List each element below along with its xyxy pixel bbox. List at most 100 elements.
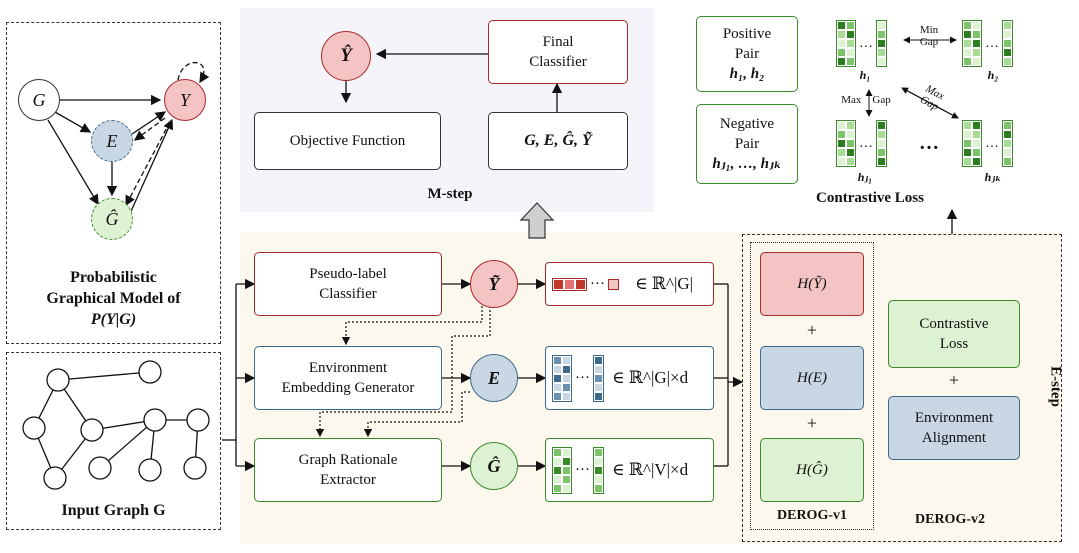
min-gap-line2: Gap <box>919 36 939 49</box>
embedding-cell <box>877 148 886 157</box>
e-matrix-b <box>593 354 604 402</box>
embedding-cell <box>963 48 972 57</box>
env-align-line2: Alignment <box>921 430 987 446</box>
embedding-cell <box>877 157 886 166</box>
embedding-cell <box>877 130 886 139</box>
embedding-cell <box>877 121 886 130</box>
embedding-cell <box>972 130 981 139</box>
embedding-cell <box>846 130 855 139</box>
embedding-cell <box>846 21 855 30</box>
embedding-cell <box>846 139 855 148</box>
embedding-cell <box>963 148 972 157</box>
m-step-y-hat-label: Ŷ <box>340 45 352 66</box>
plus-1: + <box>806 320 818 340</box>
pgm-title: Probabilistic Graphical Model of P(Y|G) <box>10 268 217 330</box>
e-node-label: E <box>487 367 500 388</box>
y-vector-dots: ··· <box>590 275 605 292</box>
hjk-label: hⱼₖ <box>984 170 1002 184</box>
g-hat-node: Ĝ <box>470 442 518 490</box>
input-graph-panel <box>6 352 221 530</box>
embedding-cell <box>972 57 981 66</box>
embedding-cell <box>846 148 855 157</box>
y-vector-space: ∈ ℝ^|G| <box>635 274 694 293</box>
embedding-cell <box>1003 48 1012 57</box>
y-vector-box: ··· ∈ ℝ^|G| <box>545 262 714 306</box>
h2-label: h₂ <box>987 68 999 82</box>
g-hat-label: Ĝ <box>487 455 501 476</box>
h-e-box: H(E) <box>760 346 864 410</box>
final-classifier-line1: Final <box>542 33 574 50</box>
node-e: E <box>91 120 133 162</box>
embedding-matrix <box>1002 20 1013 67</box>
embedding-matrix <box>836 120 856 167</box>
negative-pair-box: Negative Pair hⱼ₁, …, hⱼₖ <box>696 104 798 184</box>
env-gen-line2: Embedding Generator <box>281 380 415 396</box>
g-vector-box: ··· ∈ ℝ^|V|×d <box>545 438 714 502</box>
embedding-cell <box>963 130 972 139</box>
embedding-cell <box>963 157 972 166</box>
positive-pair-line1: Positive <box>722 25 772 42</box>
embedding-cell <box>963 139 972 148</box>
plus-3: + <box>948 370 960 390</box>
hj1-label: hⱼ₁ <box>857 170 873 184</box>
min-gap-line1: Min <box>919 24 939 36</box>
y-tilde-node: Ỹ <box>470 260 518 308</box>
negative-pair-line2: Pair <box>734 135 760 152</box>
embed-h2: … <box>962 20 1013 67</box>
embedding-cell <box>846 48 855 57</box>
derog-v1-panel <box>750 242 874 530</box>
embedding-cell <box>877 39 886 48</box>
embedding-cell <box>837 48 846 57</box>
embedding-cell <box>877 48 886 57</box>
pseudo-label-line1: Pseudo-label <box>309 265 387 282</box>
embedding-cell <box>972 21 981 30</box>
node-e-label: E <box>106 130 118 151</box>
embedding-dots: … <box>985 135 999 151</box>
objective-function-box: Objective Function <box>254 112 441 170</box>
embedding-dots: … <box>859 135 873 151</box>
h-g-box: H(Ĝ) <box>760 438 864 502</box>
embedding-matrix <box>1002 120 1013 167</box>
m-step-inputs-label: G, E, Ĝ, Ỹ <box>524 132 592 150</box>
dots-big: … <box>919 132 939 154</box>
y-vector-cells <box>552 277 587 291</box>
y-tilde-label: Ỹ <box>488 273 500 294</box>
contrastive-loss-box: Contrastive Loss <box>888 300 1020 368</box>
embedding-cell <box>963 121 972 130</box>
embedding-cell <box>1003 130 1012 139</box>
g-matrix-a <box>552 446 572 494</box>
h-g-label: H(Ĝ) <box>796 461 828 478</box>
embedding-cell <box>972 48 981 57</box>
embedding-cell <box>1003 157 1012 166</box>
embedding-cell <box>846 57 855 66</box>
embedding-cell <box>972 121 981 130</box>
negative-pair-line1: Negative <box>719 115 775 132</box>
objective-function-label: Objective Function <box>289 132 406 149</box>
derog-v2-panel <box>742 234 1062 542</box>
embedding-matrix <box>962 120 982 167</box>
embedding-cell <box>972 30 981 39</box>
m-step-inputs-box: G, E, Ĝ, Ỹ <box>488 112 628 170</box>
contrastive-loss-line1: Contrastive <box>919 315 989 332</box>
embedding-cell <box>837 148 846 157</box>
derog-v2-label: DEROG-v2 <box>915 512 985 527</box>
contrastive-loss-title: Contrastive Loss <box>816 190 924 206</box>
embedding-dots: … <box>859 35 873 51</box>
graph-rationale-extractor-box: Graph Rationale Extractor <box>254 438 442 502</box>
embedding-cell <box>972 148 981 157</box>
embedding-cell <box>963 57 972 66</box>
positive-pair-box: Positive Pair h₁, h₂ <box>696 16 798 92</box>
embedding-cell <box>1003 39 1012 48</box>
g-matrix-b <box>593 446 604 494</box>
embedding-cell <box>846 30 855 39</box>
e-vector-box: ··· ∈ ℝ^|G|×d <box>545 346 714 410</box>
contrastive-loss-line2: Loss <box>939 336 969 352</box>
embedding-cell <box>963 21 972 30</box>
embedding-cell <box>846 39 855 48</box>
m-step-y-hat-node: Ŷ <box>321 31 371 81</box>
embedding-cell <box>1003 148 1012 157</box>
environment-alignment-box: Environment Alignment <box>888 396 1020 460</box>
max-gap-vertical-1: Max <box>841 94 862 106</box>
graph-node <box>46 368 70 392</box>
